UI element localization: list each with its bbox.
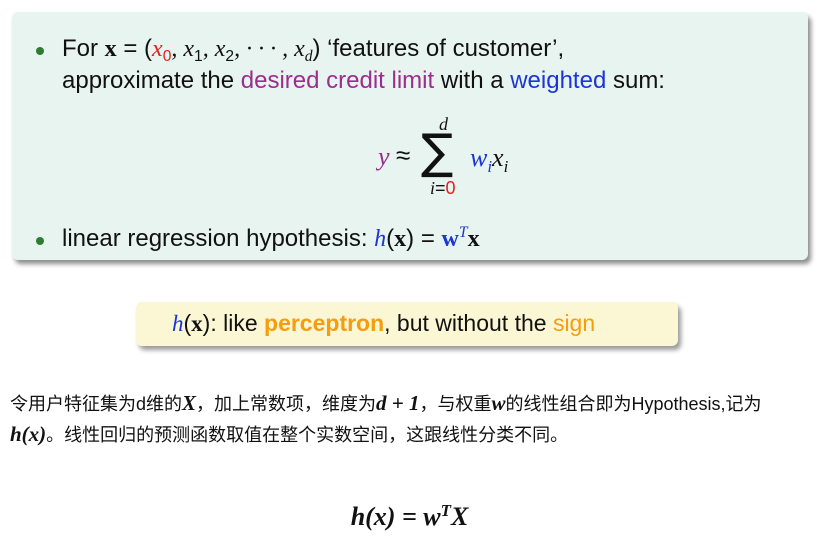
sigma-icon: ∑ (421, 124, 454, 180)
bullet-features-text: For x = (x0, x1, x2, · · · , xd) ‘featur… (62, 35, 565, 66)
chinese-explanation-paragraph: 令用户特征集为d维的X，加上常数项，维度为d + 1，与权重w的线性组合即为Hy… (10, 391, 762, 446)
approximate-text: approximate the desired credit limit wit… (62, 67, 665, 94)
weighted-word: weighted (510, 67, 607, 94)
formula-y: y (378, 142, 390, 171)
perceptron-word: perceptron (264, 310, 385, 336)
sum-lower-limit: i=0 (430, 178, 456, 198)
sign-word: sign (552, 310, 596, 336)
sum-upper-limit: d (439, 114, 448, 134)
formula-wixi: wixi (470, 143, 509, 176)
slide-box: For x = (x0, x1, x2, · · · , xd) ‘featur… (12, 12, 808, 260)
hypothesis-formula: h(x) = wTX (350, 500, 469, 531)
weighted-sum-formula: y ≈ d ∑ i=0 wixi (372, 112, 552, 207)
desired-credit-limit-phrase: desired credit limit (240, 67, 435, 94)
hypothesis-text: linear regression hypothesis: h(x) = wTx (62, 224, 480, 252)
bullet-dot-icon (36, 237, 44, 245)
bullet-dot-icon (36, 47, 44, 55)
perceptron-note-box: h(x): like perceptron, but without the s… (136, 302, 678, 346)
perceptron-note-text: h(x): like perceptron, but without the s… (172, 310, 596, 336)
formula-approx: ≈ (396, 140, 411, 170)
